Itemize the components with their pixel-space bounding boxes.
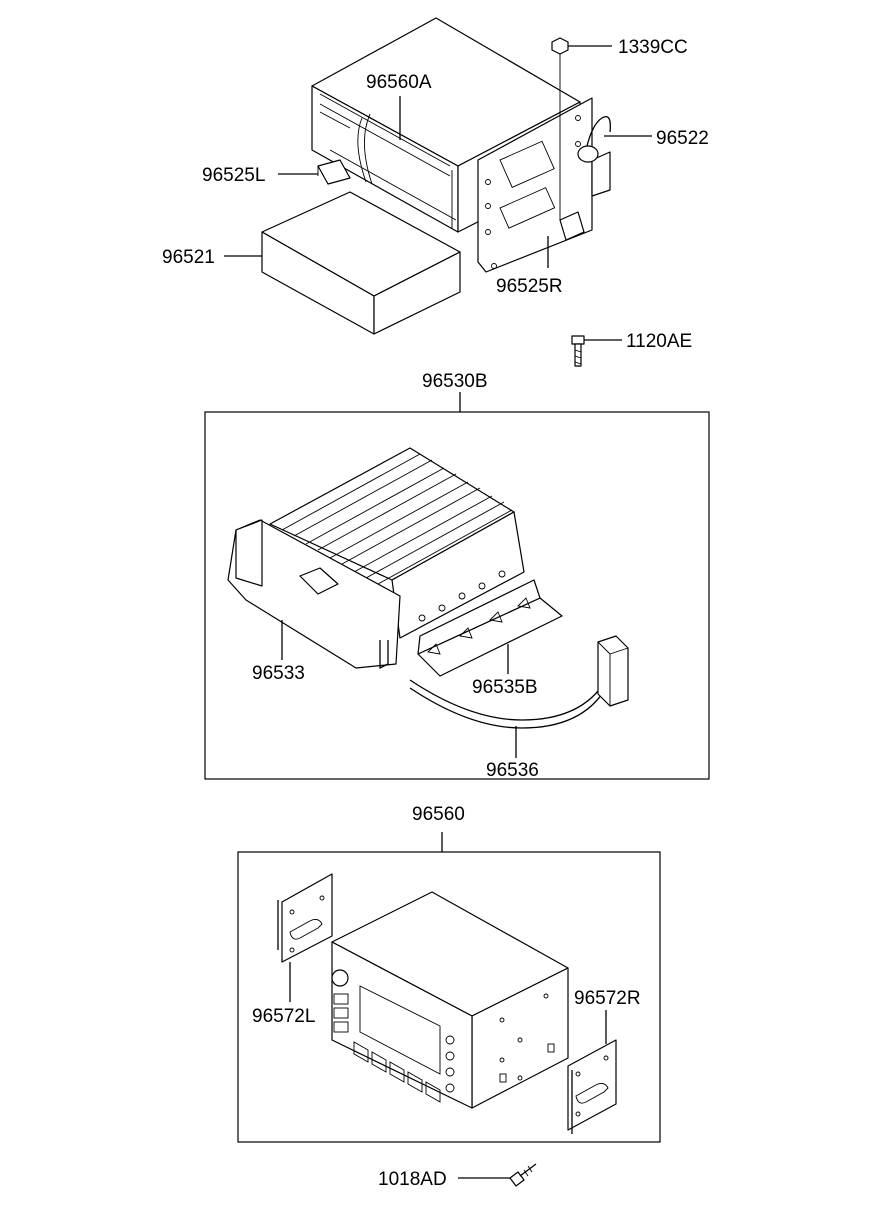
label-96535B: 96535B [472, 677, 538, 698]
head-unit [331, 891, 569, 1109]
mount-bracket-right [567, 1039, 617, 1134]
cd-changer-group [224, 17, 652, 367]
label-96522: 96522 [656, 128, 709, 149]
label-96525R: 96525R [496, 276, 563, 297]
label-96525L: 96525L [202, 165, 265, 186]
amp-harness [409, 635, 629, 729]
head-unit-group [237, 832, 661, 1143]
bracket-right [477, 97, 611, 273]
bolt-icon [571, 335, 585, 367]
hex-nut-icon [551, 37, 569, 220]
label-96560A: 96560A [366, 72, 432, 93]
head-unit-frame [237, 851, 661, 1143]
label-1120AE: 1120AE [626, 331, 692, 352]
label-96572L: 96572L [252, 1006, 315, 1027]
label-96530B: 96530B [422, 371, 488, 392]
amplifier-unit [227, 447, 525, 670]
amplifier-frame [204, 411, 710, 780]
screw-icon [509, 1163, 537, 1187]
label-96536: 96536 [486, 760, 539, 781]
label-1339CC: 1339CC [618, 37, 688, 58]
connector-harness [577, 115, 611, 163]
label-96533: 96533 [252, 663, 305, 684]
label-96521: 96521 [162, 247, 215, 268]
cover-box [261, 191, 461, 335]
amplifier-group [204, 392, 710, 780]
label-96572R: 96572R [574, 988, 641, 1009]
mount-bracket-left [277, 873, 333, 963]
label-1018AD: 1018AD [378, 1169, 447, 1190]
amp-bracket [417, 579, 563, 677]
label-96560: 96560 [412, 804, 465, 825]
